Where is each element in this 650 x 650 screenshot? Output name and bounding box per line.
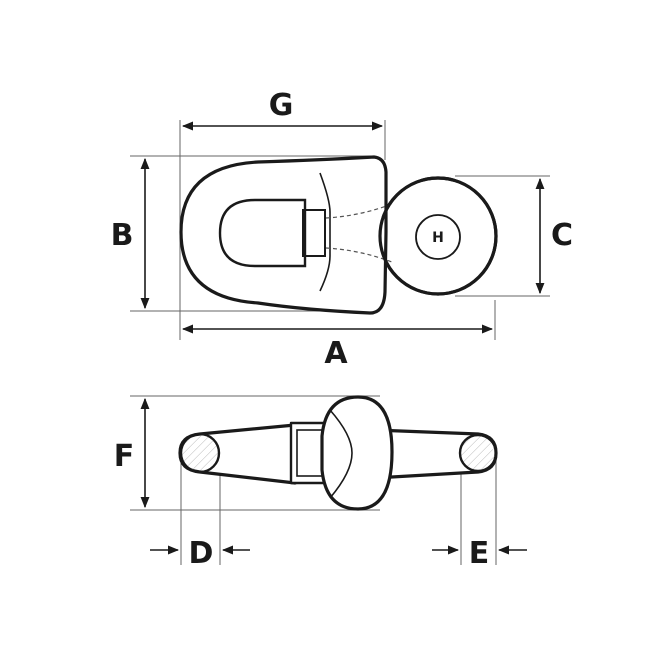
- label-d: D: [189, 536, 214, 571]
- swivel-body: [320, 395, 394, 511]
- label-a: A: [324, 336, 348, 371]
- collar-curve: [319, 172, 331, 292]
- hole-h: [415, 214, 461, 260]
- label-c: C: [551, 218, 573, 253]
- label-b: B: [111, 218, 134, 253]
- pear-eye-body: [179, 155, 388, 315]
- left-end-section: [179, 432, 221, 474]
- label-g: G: [269, 88, 294, 123]
- right-end-section: [458, 433, 498, 473]
- label-e: E: [469, 536, 490, 571]
- swivel-body-contour: [329, 409, 353, 499]
- swivel-round-eye-outline: [378, 176, 498, 296]
- label-f: F: [114, 439, 135, 474]
- shank-rectangle: [302, 209, 326, 257]
- label-h: H: [432, 230, 444, 246]
- inner-slot: [218, 198, 307, 268]
- side-view: F D E: [114, 395, 527, 571]
- top-view: H G A B C: [111, 88, 573, 371]
